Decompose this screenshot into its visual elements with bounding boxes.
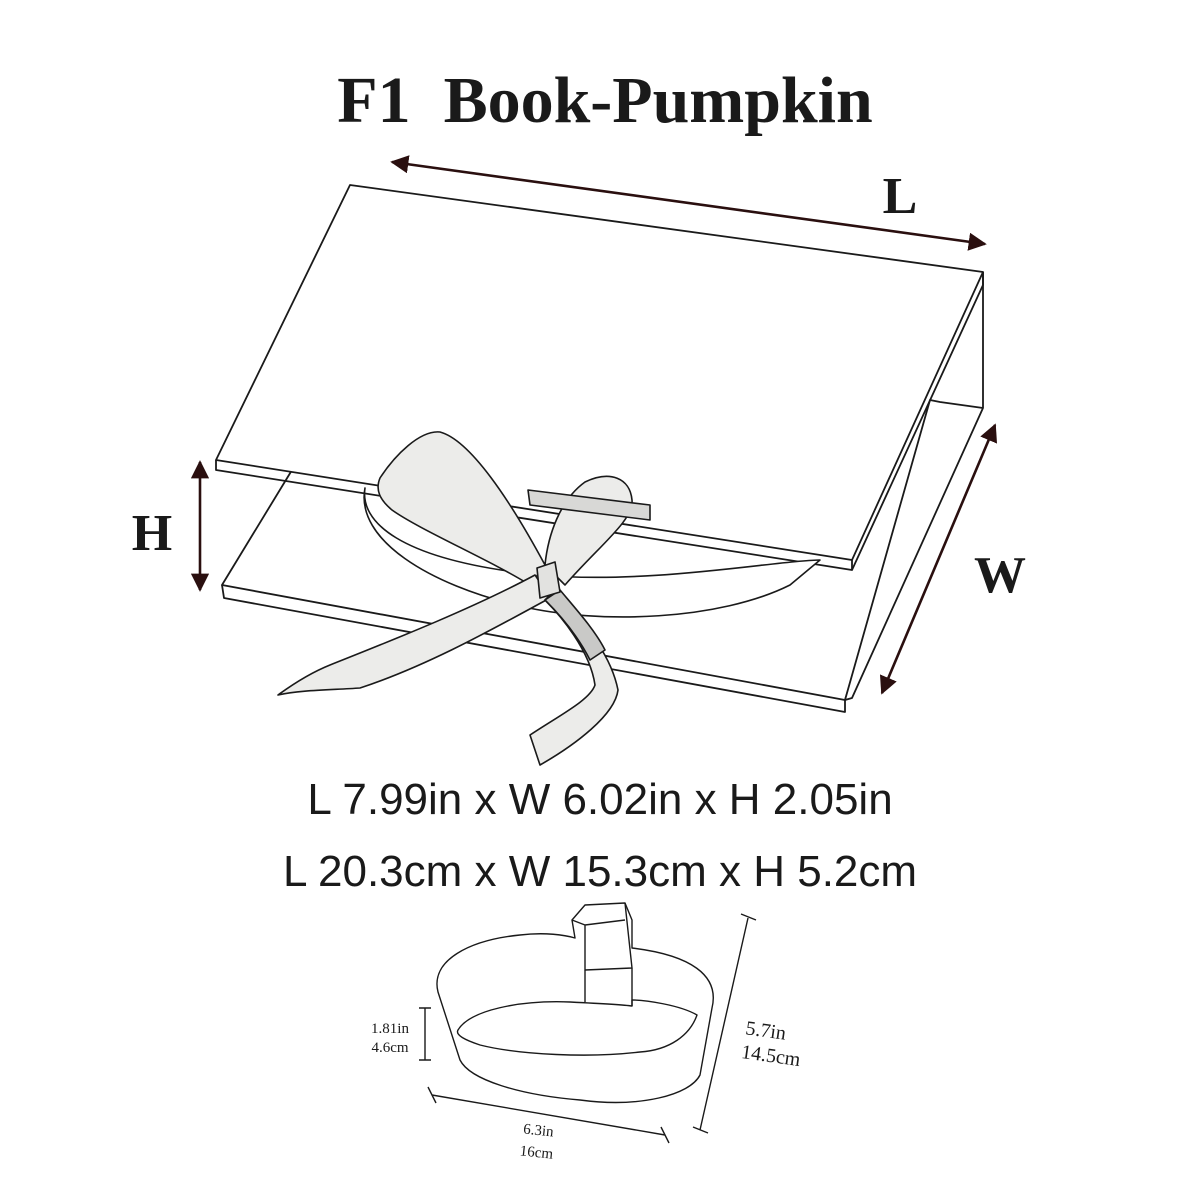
dimensions-centimeters: L 20.3cm x W 15.3cm x H 5.2cm xyxy=(283,847,917,896)
insert-dimension-lines xyxy=(419,913,757,1144)
ribbon-center-band xyxy=(527,489,651,521)
box-lid-edge xyxy=(215,460,853,571)
insert-width-text: 6.3in 16cm xyxy=(519,1121,555,1162)
ribbon-knot xyxy=(536,561,561,599)
dimensions-inches: L 7.99in x W 6.02in x H 2.05in xyxy=(307,775,892,824)
insert-height-text: 1.81in 4.6cm xyxy=(371,1021,409,1056)
ribbon-shade xyxy=(544,589,606,661)
ribbon-left-tail xyxy=(277,574,551,696)
insert-stem-drop xyxy=(584,968,633,1006)
insert-width-cm: 16cm xyxy=(519,1143,554,1162)
page-title: F1 Book-Pumpkin xyxy=(337,64,872,137)
insert-width-in: 6.3in xyxy=(522,1121,554,1140)
width-label: W xyxy=(974,547,1026,604)
width-arrow xyxy=(879,423,998,695)
insert-depth-text: 5.7in 14.5cm xyxy=(740,1017,802,1071)
ribbon-back-loop xyxy=(363,487,821,618)
box-base-edge xyxy=(221,584,846,713)
ribbon-bow xyxy=(277,431,821,766)
insert-width-line xyxy=(427,1086,670,1144)
length-arrow xyxy=(390,155,987,251)
ribbon-right-tail xyxy=(529,589,619,766)
insert-height-line xyxy=(419,1007,431,1061)
insert-depth-in: 5.7in xyxy=(744,1017,787,1044)
insert-height-in: 1.81in xyxy=(371,1021,409,1037)
height-label: H xyxy=(132,505,172,562)
insert-depth-cm: 14.5cm xyxy=(740,1041,802,1071)
length-label: L xyxy=(883,168,918,225)
insert-inner-opening xyxy=(456,999,698,1056)
pumpkin-insert-drawing xyxy=(436,902,714,1104)
insert-depth-line xyxy=(692,913,757,1134)
insert-height-cm: 4.6cm xyxy=(371,1040,408,1056)
gift-box-drawing xyxy=(215,184,984,713)
